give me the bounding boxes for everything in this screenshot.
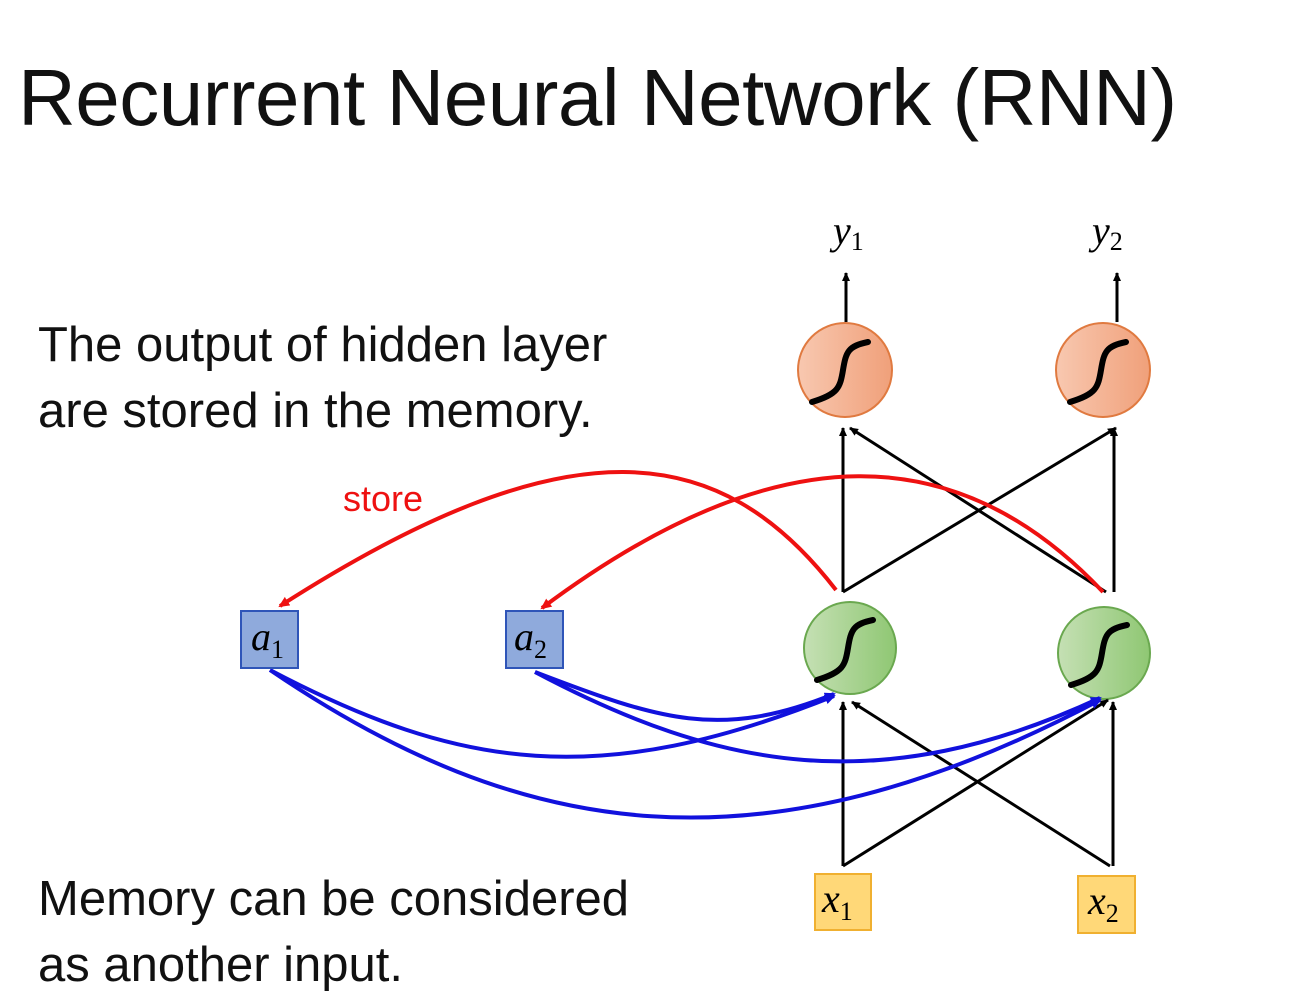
description-bottom-line-1: Memory can be considered bbox=[38, 872, 630, 926]
store-arrow-h2-to-a2 bbox=[540, 474, 1105, 610]
description-bottom: Memory can be considered as another inpu… bbox=[38, 866, 629, 998]
memory-arrow-a2-to-h2 bbox=[534, 670, 1102, 764]
memory-cell-a2: a2 bbox=[505, 610, 564, 669]
memory-arrow-a2-to-h1 bbox=[534, 670, 836, 722]
output-label-y1: y1 bbox=[829, 208, 864, 256]
output-neuron-2 bbox=[1055, 322, 1151, 418]
page-title: Recurrent Neural Network (RNN) bbox=[18, 53, 1177, 142]
weight-h2-o1 bbox=[849, 426, 1107, 594]
input-cell-x2: x2 bbox=[1077, 875, 1136, 934]
svg-text:a2: a2 bbox=[514, 614, 547, 664]
sigmoid-icon bbox=[809, 339, 871, 405]
svg-text:x2: x2 bbox=[1087, 878, 1119, 928]
weight-x2-h1 bbox=[851, 700, 1111, 868]
weight-x1-h2 bbox=[842, 698, 1109, 868]
description-top: The output of hidden layer are stored in… bbox=[38, 312, 607, 444]
output-label-y2: y2 bbox=[1088, 208, 1123, 256]
input-cell-x1: x1 bbox=[814, 873, 872, 931]
sigmoid-icon bbox=[814, 617, 876, 683]
store-label: store bbox=[343, 478, 424, 519]
svg-text:a1: a1 bbox=[251, 614, 284, 664]
description-bottom-line-2: as another input. bbox=[38, 938, 404, 992]
svg-text:x1: x1 bbox=[821, 876, 853, 926]
memory-arrow-a1-to-h1 bbox=[269, 668, 836, 759]
hidden-neuron-1 bbox=[803, 601, 897, 695]
memory-cell-a1: a1 bbox=[240, 610, 299, 669]
description-top-line-2: are stored in the memory. bbox=[38, 384, 593, 438]
store-arrow-h1-to-a1 bbox=[278, 470, 838, 608]
hidden-neuron-2 bbox=[1057, 606, 1151, 700]
description-top-line-1: The output of hidden layer bbox=[38, 318, 608, 372]
sigmoid-icon bbox=[1068, 622, 1130, 688]
output-neuron-1 bbox=[797, 322, 893, 418]
sigmoid-icon bbox=[1067, 339, 1129, 405]
memory-arrow-a1-to-h2 bbox=[268, 668, 1102, 820]
